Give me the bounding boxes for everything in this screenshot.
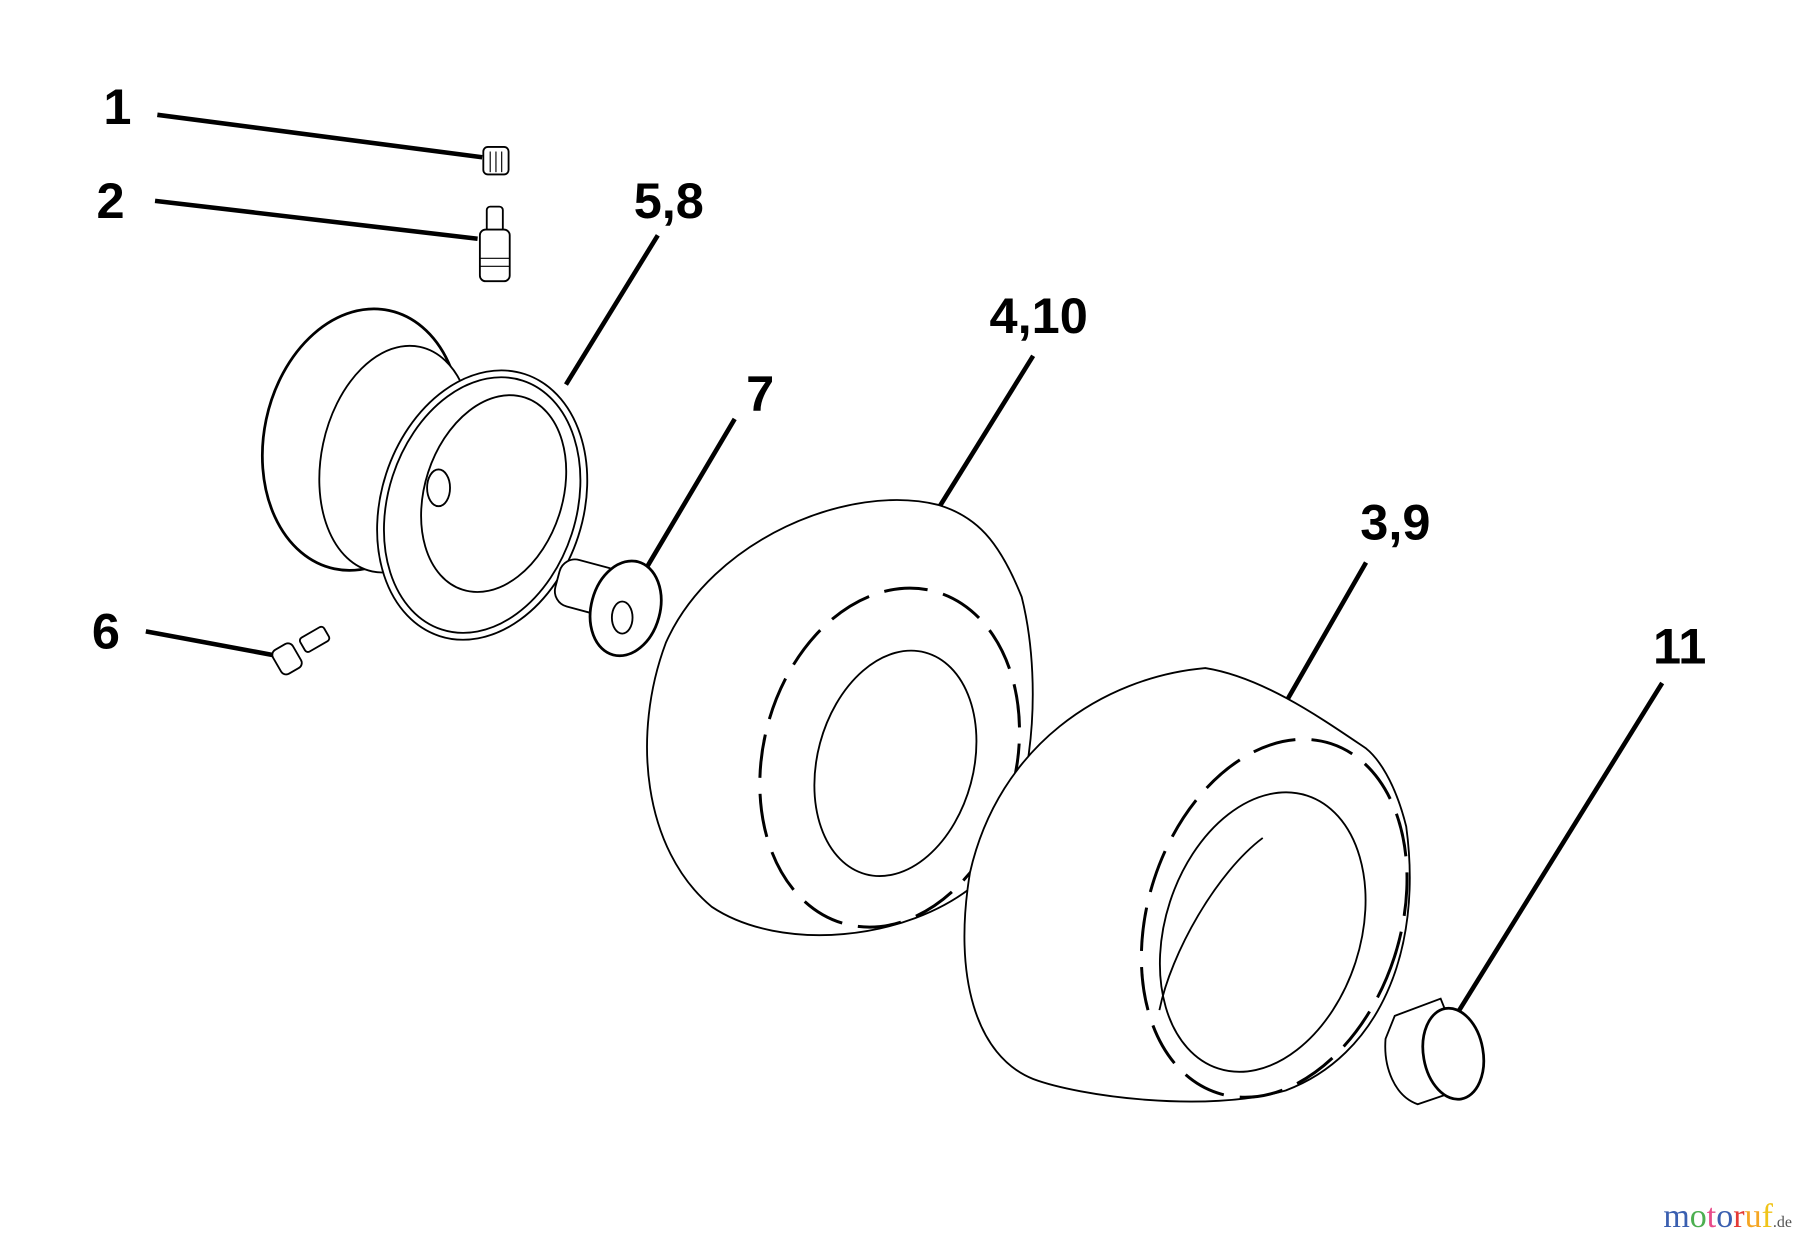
rim-part: [260, 307, 589, 641]
leader-line-2: [154, 198, 478, 242]
callout-7: 7: [746, 365, 774, 422]
hub-cap-part: [1384, 997, 1486, 1106]
tire-4-10-part: [646, 499, 1034, 936]
callout-2: 2: [96, 172, 124, 229]
leader-line-7: [640, 417, 737, 576]
valve-cap-part: [482, 146, 510, 176]
leader-line-5-8: [564, 234, 660, 386]
callout-3-9: 3,9: [1360, 494, 1430, 551]
grease-fitting-part: [271, 625, 331, 676]
callout-4-10: 4,10: [990, 287, 1088, 344]
callout-5-8: 5,8: [634, 172, 704, 229]
leader-line-6: [145, 629, 282, 659]
watermark-logo: motoruf.de: [1663, 1198, 1792, 1235]
leader-line-3-9: [1283, 561, 1369, 704]
valve-stem-part: [478, 205, 511, 283]
bushing-part: [553, 558, 663, 658]
callout-11: 11: [1653, 617, 1706, 674]
leader-line-4-10: [937, 354, 1036, 509]
leader-line-11: [1455, 681, 1665, 1014]
tire-3-9-part: [963, 667, 1411, 1103]
callout-1: 1: [103, 78, 131, 135]
leader-line-1: [157, 112, 483, 160]
callout-6: 6: [92, 603, 120, 660]
